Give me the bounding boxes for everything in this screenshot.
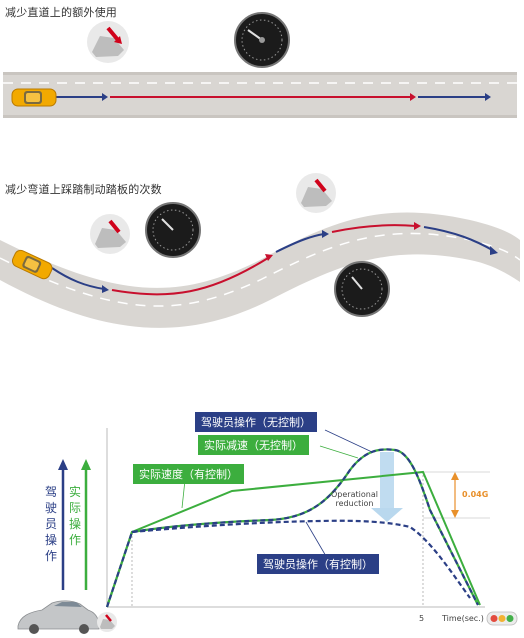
foot-pedal-icon	[87, 21, 129, 63]
label-driver-no-control: 驾驶员操作（无控制）	[195, 412, 317, 432]
speedometer-icon-curve-1	[145, 202, 201, 258]
speedometer-icon	[234, 12, 290, 68]
straight-road	[3, 72, 517, 118]
sedan-icon	[17, 600, 100, 634]
curve-road-illustration	[0, 173, 521, 328]
actual-speed-curve	[106, 470, 481, 608]
foot-pedal-icon-small	[97, 612, 117, 632]
axis-label-driver: 驾驶员操作	[44, 485, 57, 563]
straight-road-illustration	[3, 12, 517, 118]
car-icon	[11, 88, 57, 107]
foot-pedal-icon-curve-1	[90, 214, 130, 254]
label-actual-speed-with-control: 实际速度（有控制）	[133, 464, 244, 484]
curve-road-caption: 减少弯道上踩踏制动踏板的次数	[5, 183, 162, 196]
traffic-light-icon	[486, 611, 518, 626]
curved-road	[0, 212, 520, 328]
label-actual-decel-no-control: 实际减速（无控制）	[198, 435, 309, 455]
time-axis-label: Time(sec.)	[442, 614, 484, 623]
axis-label-actual: 实际操作	[68, 485, 81, 547]
delta-g-label: 0.04G	[462, 490, 489, 499]
straight-road-caption: 减少直道上的额外使用	[5, 6, 117, 19]
foot-pedal-icon-curve-2	[296, 173, 336, 213]
label-driver-with-control: 驾驶员操作（有控制）	[257, 554, 379, 574]
car-icon-curve	[11, 249, 53, 280]
tick-5: 5	[419, 614, 425, 623]
operational-reduction-label: Operational reduction	[331, 490, 378, 508]
curve-brake-arrow	[111, 257, 269, 296]
speedometer-icon-curve-2	[334, 261, 390, 317]
reduction-arrow	[380, 452, 394, 510]
